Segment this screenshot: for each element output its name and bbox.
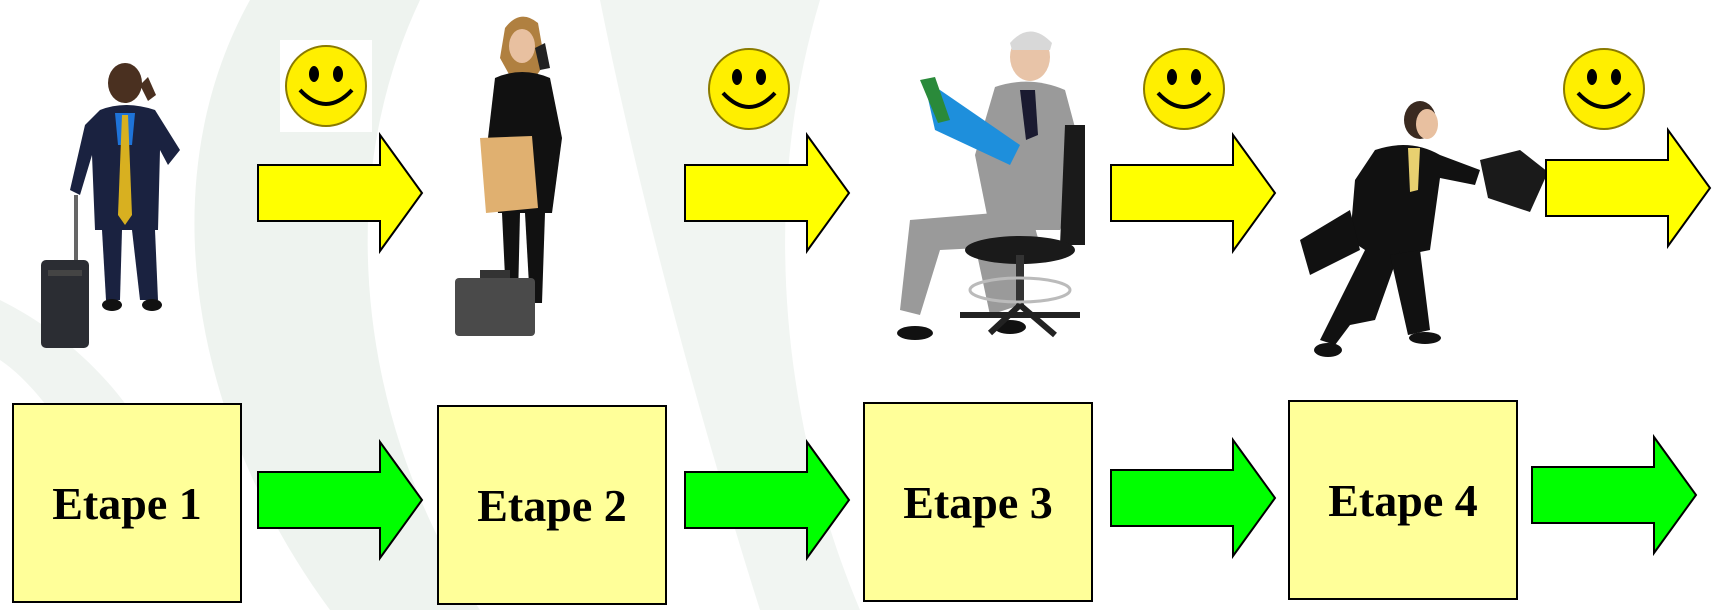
step-box-2: Etape 2	[437, 405, 667, 605]
step-box-1: Etape 1	[12, 403, 242, 603]
man-running-briefcase-icon	[1300, 101, 1548, 357]
green-right-arrow-icon	[684, 438, 851, 562]
step-box-4: Etape 4	[1288, 400, 1518, 600]
smiley-face-icon	[708, 48, 790, 130]
smiley-face-icon	[280, 40, 372, 132]
step-label: Etape 1	[52, 477, 202, 529]
businesswoman-phone-briefcase-icon	[455, 16, 562, 336]
yellow-right-arrow-icon	[1110, 131, 1277, 255]
green-right-arrow-icon	[1110, 436, 1277, 560]
yellow-right-arrow-icon	[1545, 126, 1712, 250]
smiley-face-icon	[1143, 48, 1225, 130]
green-right-arrow-icon	[1531, 433, 1698, 557]
step-label: Etape 3	[903, 476, 1053, 528]
smiley-face-icon	[1563, 48, 1645, 130]
man-reading-folder-chair-icon	[897, 31, 1085, 340]
green-right-arrow-icon	[257, 438, 424, 562]
step-label: Etape 2	[477, 479, 627, 531]
step-box-3: Etape 3	[863, 402, 1093, 602]
yellow-right-arrow-icon	[257, 131, 424, 255]
step-label: Etape 4	[1328, 474, 1478, 526]
businessman-phone-suitcase-icon	[41, 63, 180, 348]
yellow-right-arrow-icon	[684, 131, 851, 255]
